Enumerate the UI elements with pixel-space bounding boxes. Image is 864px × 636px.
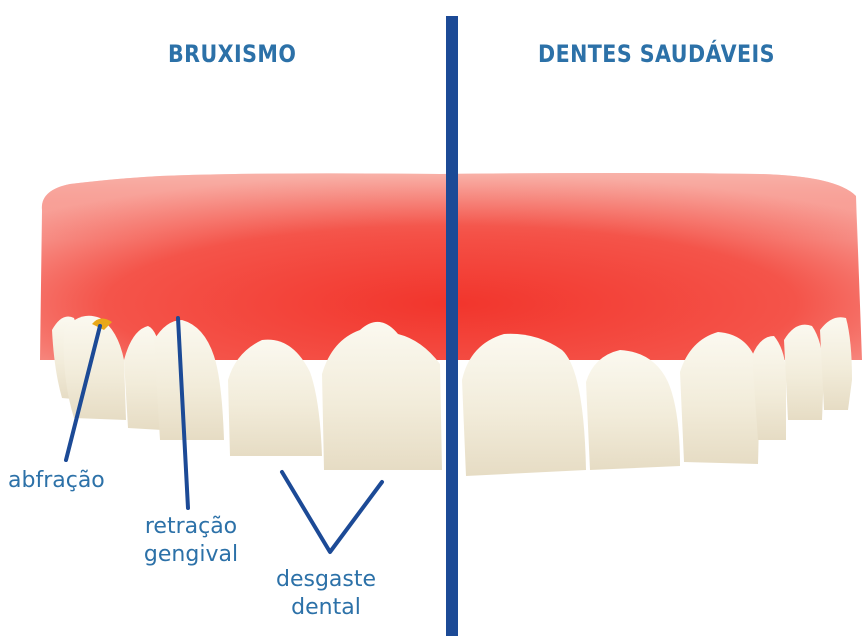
tooth — [820, 317, 852, 410]
dental-wear-label-line1: desgaste — [262, 566, 390, 594]
dental-wear-label-line2: dental — [262, 594, 390, 622]
tooth — [752, 336, 786, 440]
bruxism-heading: BRUXISMO — [168, 40, 296, 68]
tooth — [680, 332, 759, 464]
tooth — [784, 325, 824, 420]
gum-recession-label-line1: retração — [128, 513, 254, 541]
dental-wear-pointer — [282, 472, 382, 552]
tooth — [586, 350, 680, 470]
center-divider — [446, 16, 458, 636]
dental-wear-label: desgaste dental — [262, 566, 390, 622]
abfraction-label: abfração — [8, 467, 105, 495]
healthy-teeth-heading: DENTES SAUDÁVEIS — [538, 40, 775, 68]
gum-recession-label-line2: gengival — [128, 541, 254, 569]
gum-recession-label: retração gengival — [128, 513, 254, 569]
